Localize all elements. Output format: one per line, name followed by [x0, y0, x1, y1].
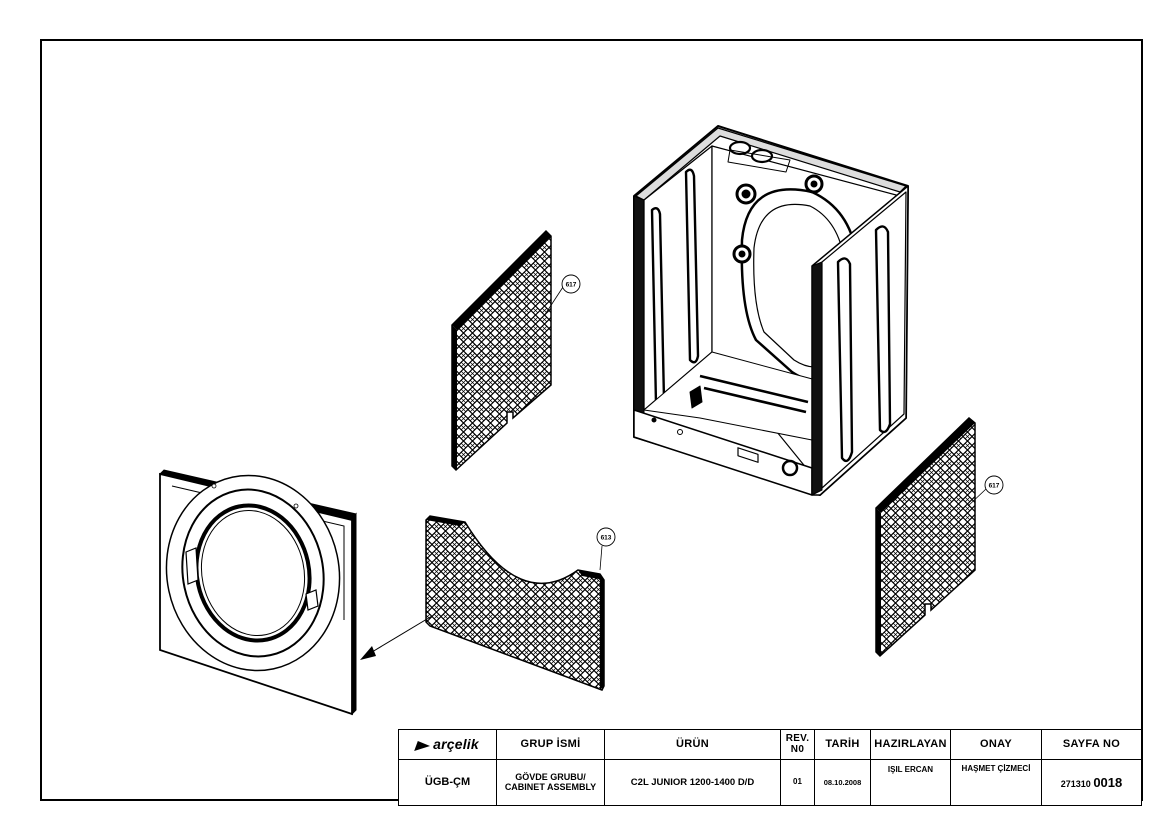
callout-617-right: 617 [967, 475, 1004, 507]
title-block: arçelik GRUP İSMİ ÜRÜN REV.N0 TARİH HAZI… [398, 729, 1142, 806]
side-insulation-panel-left [451, 229, 552, 472]
product-header: ÜRÜN [604, 729, 781, 760]
brand-name: arçelik [433, 735, 479, 752]
callout-label: 617 [566, 282, 577, 289]
page-prefix: 271310 [1060, 778, 1091, 789]
rev-header-line2: N0 [790, 743, 805, 755]
brand-mark-icon [414, 740, 432, 751]
product-value: C2L JUNIOR 1200-1400 D/D [604, 759, 781, 806]
callout-617-left: 617 [543, 274, 581, 317]
callout-label: 617 [989, 483, 1000, 490]
date-value: 08.10.2008 [814, 759, 871, 806]
callout-label: 613 [601, 535, 612, 542]
group-value: GÖVDE GRUBU/CABINET ASSEMBLY [496, 759, 605, 806]
page-number-cell: 271310 0018 [1041, 759, 1142, 806]
approval-value: HAŞMET ÇİZMECİ [950, 759, 1042, 806]
brand-logo: arçelik [398, 729, 497, 760]
cabinet-body [633, 125, 909, 496]
date-header: TARİH [814, 729, 871, 760]
assembly-arrow [360, 615, 433, 660]
rev-value: 01 [780, 759, 815, 806]
group-value-line2: CABINET ASSEMBLY [504, 781, 597, 792]
group-value-line1: GÖVDE GRUBU/ [515, 772, 586, 783]
callout-613: 613 [596, 527, 616, 571]
group-header: GRUP İSMİ [496, 729, 605, 760]
prepared-header: HAZIRLAYAN [870, 729, 951, 760]
front-insulation-panel [425, 515, 605, 691]
rev-header-line1: REV. [785, 733, 810, 744]
side-insulation-panel-right [875, 416, 976, 658]
front-panel [159, 469, 357, 716]
rev-header: REV.N0 [780, 729, 815, 760]
prepared-value: IŞIL ERCAN [870, 759, 951, 806]
page-number: 0018 [1093, 774, 1123, 790]
approval-header: ONAY [950, 729, 1042, 760]
page-header: SAYFA NO [1041, 729, 1142, 760]
department-value: ÜGB-ÇM [398, 759, 497, 806]
